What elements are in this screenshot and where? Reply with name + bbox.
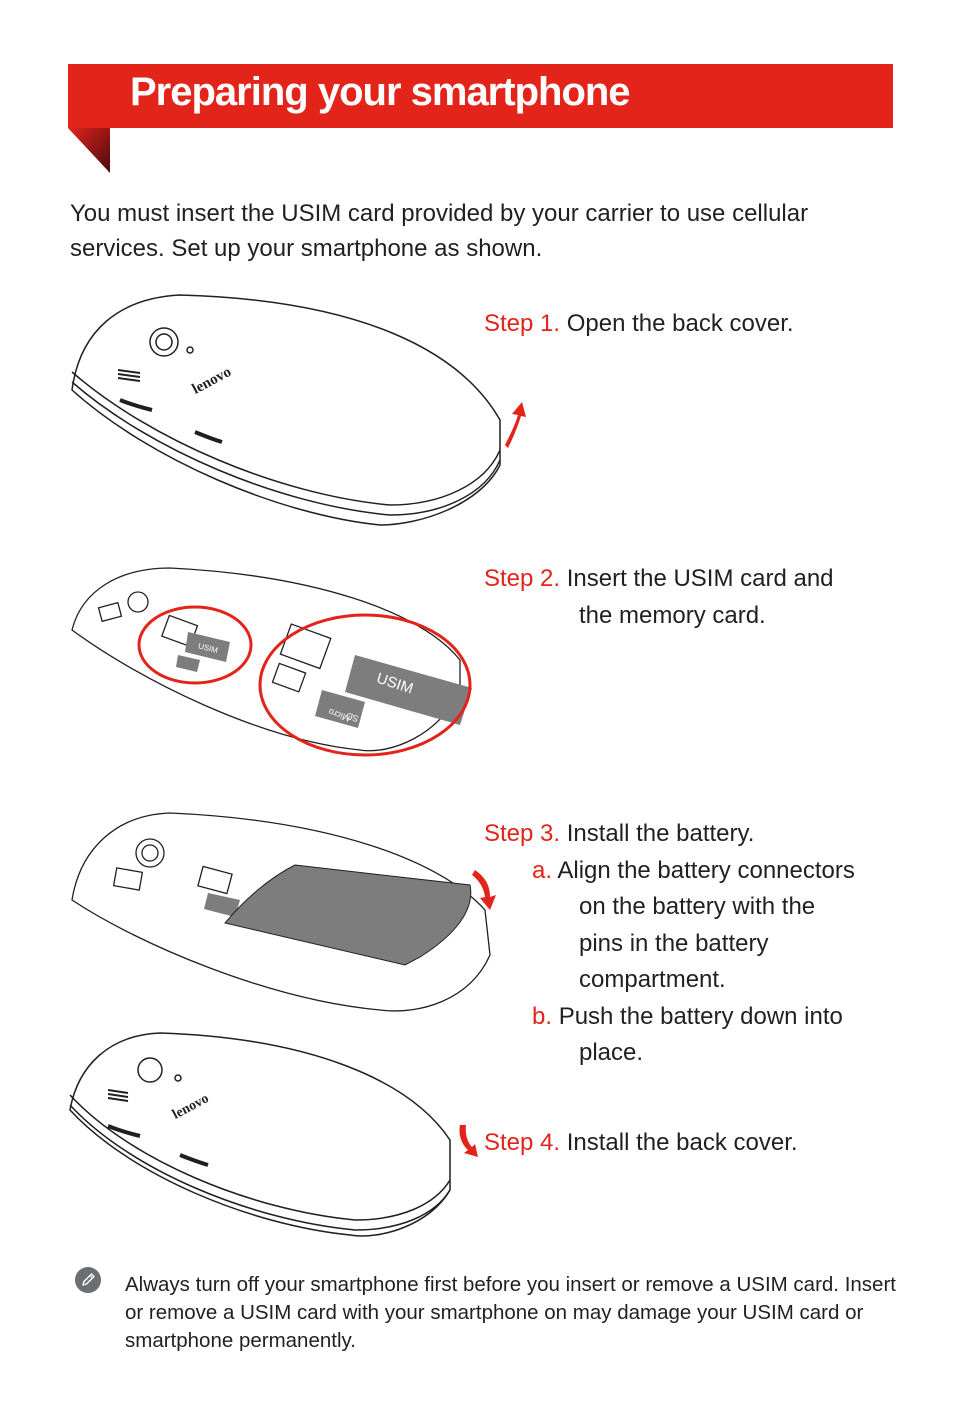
lift-arrow-icon (505, 402, 526, 448)
pencil-icon (75, 1267, 101, 1293)
step4-illustration: lenovo (69, 1032, 478, 1237)
page-title: Preparing your smartphone (130, 70, 631, 114)
step-4-text: Install the back cover. (566, 1129, 798, 1156)
zoom-circle-large (258, 613, 472, 757)
step-2-text: Insert the USIM card and (566, 565, 834, 592)
step-3: Step 3. Install the battery. a. Align th… (484, 816, 855, 1072)
usim-card-large: USIM (345, 655, 472, 725)
step-2: Step 2. Insert the USIM card and the mem… (484, 561, 834, 634)
step-3-label: Step 3. (484, 820, 561, 847)
banner-fold-decoration (68, 128, 110, 173)
step-2-label: Step 2. (484, 565, 561, 592)
step-4: Step 4. Install the back cover. (484, 1125, 798, 1162)
battery-shape (224, 864, 472, 966)
step-1-text: Open the back cover. (566, 310, 794, 337)
intro-paragraph: You must insert the USIM card provided b… (70, 200, 809, 262)
step1-illustration: lenovo (71, 294, 526, 526)
step-3a-line-1: Align the battery connectors (557, 856, 855, 884)
step-3a-line-2: on the battery with the (579, 893, 816, 920)
close-arrow-icon (459, 1125, 478, 1157)
step3-illustration (71, 812, 496, 1012)
step-3a-label: a. (532, 856, 553, 884)
push-arrow-icon (472, 870, 496, 910)
microsd-label-2: SD (344, 710, 360, 724)
step-2-text-cont: the memory card. (579, 601, 766, 629)
step-1-label: Step 1. (484, 310, 561, 337)
step-3b-line-2: place. (579, 1039, 644, 1066)
step-3b-label: b. (532, 1002, 553, 1030)
step-1: Step 1. Open the back cover. (484, 306, 794, 343)
step-3b-line-1: Push the battery down into (558, 1002, 843, 1030)
step-3-text: Install the battery. (566, 820, 755, 847)
step-3a-line-4: compartment. (579, 966, 726, 993)
warning-note: Always turn off your smartphone first be… (125, 1273, 896, 1352)
step-3a-line-3: pins in the battery (579, 929, 769, 957)
zoom-circle-small (137, 605, 253, 685)
title-banner (68, 64, 893, 128)
usim-card-small: USIM (185, 632, 230, 662)
step-4-label: Step 4. (484, 1129, 561, 1156)
step2-illustration: USIM USIM Micro SD (71, 567, 472, 757)
